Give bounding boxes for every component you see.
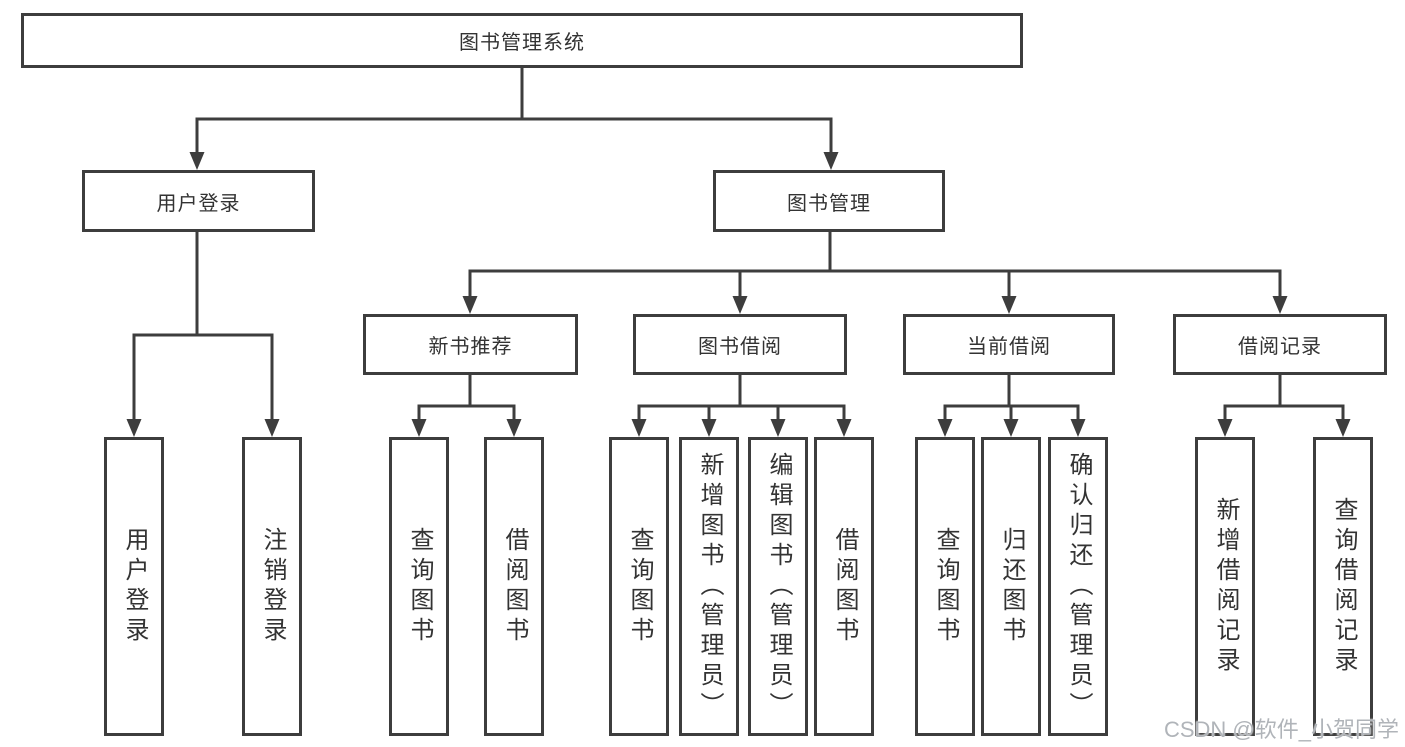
node-leaf-return-books: 归还图书 (981, 437, 1041, 736)
node-user-login-branch: 用户登录 (82, 170, 315, 232)
node-label: 图书管理 (787, 192, 871, 215)
node-label: 借阅图书 (831, 526, 858, 647)
edge-recommend-to-leaves (411, 375, 522, 437)
node-label: 查询图书 (626, 526, 653, 647)
node-leaf-add-books-admin: 新增图书（管理员） (679, 437, 739, 736)
node-leaf-current-query-books: 查询图书 (915, 437, 975, 736)
node-label: 新增借阅记录 (1212, 496, 1239, 677)
node-label: 新增图书（管理员） (696, 451, 723, 722)
node-book-management-system: 图书管理系统 (21, 13, 1023, 68)
edge-borrow-to-leaves (631, 375, 852, 437)
node-leaf-edit-books-admin: 编辑图书（管理员） (748, 437, 808, 736)
node-book-borrowing: 图书借阅 (633, 314, 847, 375)
node-leaf-logout: 注销登录 (242, 437, 302, 736)
edge-records-to-leaves (1217, 375, 1351, 437)
node-leaf-add-borrow-record: 新增借阅记录 (1195, 437, 1255, 736)
node-leaf-confirm-return-admin: 确认归还（管理员） (1048, 437, 1108, 736)
node-label: 查询图书 (932, 526, 959, 647)
node-label: 图书管理系统 (459, 32, 585, 54)
node-label: 归还图书 (998, 526, 1025, 647)
node-borrowing-records: 借阅记录 (1173, 314, 1387, 375)
node-label: 用户登录 (156, 192, 241, 215)
node-leaf-borrow-query-books: 查询图书 (609, 437, 669, 736)
csdn-watermark: CSDN @软件_小贺同学 (1163, 717, 1399, 742)
node-label: 编辑图书（管理员） (765, 451, 792, 722)
node-label: 查询借阅记录 (1330, 496, 1357, 677)
edge-login-to-leaves (126, 232, 280, 437)
node-label: 用户登录 (121, 526, 148, 647)
node-current-borrowing: 当前借阅 (903, 314, 1115, 375)
node-label: 借阅图书 (501, 526, 528, 647)
node-label: 借阅记录 (1238, 336, 1322, 358)
node-leaf-recommend-borrow-books: 借阅图书 (484, 437, 544, 736)
node-label: 图书借阅 (698, 336, 782, 358)
edge-root-to-level2 (189, 68, 839, 170)
node-label: 注销登录 (259, 526, 286, 647)
node-new-book-recommend: 新书推荐 (363, 314, 578, 375)
node-leaf-user-login: 用户登录 (104, 437, 164, 736)
node-leaf-borrow-books: 借阅图书 (814, 437, 874, 736)
node-label: 确认归还（管理员） (1065, 451, 1092, 722)
edge-mgmt-to-level3 (462, 232, 1288, 314)
node-label: 查询图书 (406, 526, 433, 647)
node-leaf-query-borrow-record: 查询借阅记录 (1313, 437, 1373, 736)
node-label: 新书推荐 (428, 336, 513, 358)
edge-current-to-leaves (937, 375, 1086, 437)
node-leaf-recommend-query-books: 查询图书 (389, 437, 449, 736)
node-book-management-branch: 图书管理 (713, 170, 945, 232)
node-label: 当前借阅 (967, 336, 1051, 358)
